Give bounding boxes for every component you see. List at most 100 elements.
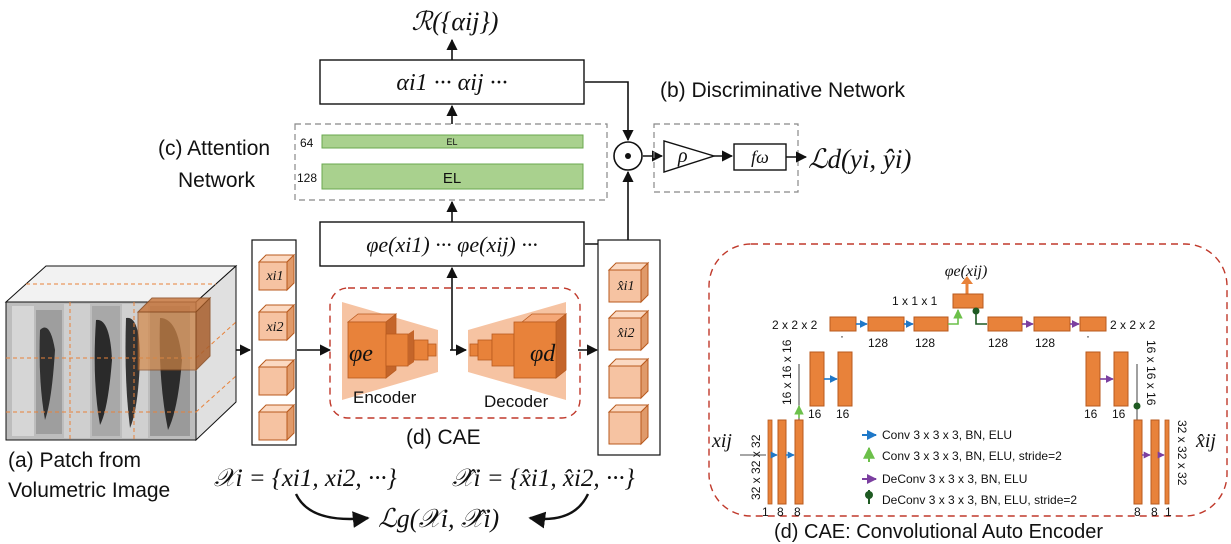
ch-top-3: 128 xyxy=(988,336,1008,350)
f-omega-label: fω xyxy=(751,147,769,167)
dots-left: · xyxy=(840,329,844,343)
volumetric-image xyxy=(4,264,238,442)
dim-16-right: 16 x 16 x 16 xyxy=(1144,340,1158,406)
attention-regularizer-label: ℛ({αij}) xyxy=(412,7,499,36)
output-patch-cube-3 xyxy=(607,357,650,400)
reconstruction-set-label: 𝒳̂i = {x̂i1, x̂i2, ···} xyxy=(452,465,635,492)
bottleneck-block xyxy=(952,293,984,309)
attention-layer-128 xyxy=(321,163,584,190)
dim-1x1x1: 1 x 1 x 1 xyxy=(892,294,938,308)
mid-left-block-2 xyxy=(837,351,853,407)
ch-mid-left-1: 16 xyxy=(808,407,822,421)
input-patches xyxy=(257,253,296,442)
arrow-alpha-to-odot xyxy=(585,81,634,142)
input-set-label: 𝒳i = {xi1, xi2, ···} xyxy=(214,465,397,492)
detail-x-out-label: x̂ij xyxy=(1195,430,1216,452)
attention-layer-128-size: 128 xyxy=(297,171,317,185)
bottom-left-block-3 xyxy=(794,419,804,505)
ch-mid-right-1: 16 xyxy=(1084,407,1098,421)
ch-bottom-right-1: 8 xyxy=(1134,505,1141,519)
mid-left-block-1 xyxy=(809,351,825,407)
section-b-title: (b) Discriminative Network xyxy=(660,79,906,102)
ch-top-4: 128 xyxy=(1035,336,1055,350)
legend-conv-stride-label: Conv 3 x 3 x 3, BN, ELU, stride=2 xyxy=(882,449,1062,463)
section-a-line1: (a) Patch from xyxy=(8,449,141,472)
ch-top-2: 128 xyxy=(915,336,935,350)
bottom-right-block-3 xyxy=(1164,419,1170,505)
ch-mid-right-2: 16 xyxy=(1112,407,1126,421)
legend-deconv-stride-label: DeConv 3 x 3 x 3, BN, ELU, stride=2 xyxy=(882,493,1077,507)
dots-right: · xyxy=(1086,329,1090,343)
arrow-input-set-to-loss xyxy=(294,493,370,528)
detail-x-in-label: xij xyxy=(711,430,732,452)
patch-out-1-label: x̂i1 xyxy=(616,279,634,294)
output-patch-cube-2 xyxy=(607,309,650,352)
discriminative-network-box xyxy=(653,123,799,193)
encoder-label: Encoder xyxy=(353,388,417,407)
detail-phi-out-label: φe(xij) xyxy=(945,263,988,280)
detail-legend: Conv 3 x 3 x 3, BN, ELU Conv 3 x 3 x 3, … xyxy=(862,428,1077,507)
cae-detail-panel xyxy=(708,243,1228,517)
bottom-left-block-1 xyxy=(767,419,773,505)
top-level-arrows xyxy=(856,307,1080,328)
patch-in-2-label: xi2 xyxy=(265,320,283,335)
ch-bottom-right-3: 1 xyxy=(1165,505,1172,519)
section-d-center-title: (d) CAE xyxy=(406,426,481,449)
ch-bottom-left-2: 8 xyxy=(777,505,784,519)
decoder-label: Decoder xyxy=(484,392,549,411)
phi-d-label: φd xyxy=(530,341,556,367)
ch-top-1: 128 xyxy=(868,336,888,350)
legend-deconv-label: DeConv 3 x 3 x 3, BN, ELU xyxy=(882,472,1027,486)
attention-network-box xyxy=(294,123,608,201)
detail-up-arrow-head xyxy=(961,276,973,284)
dim-16-left: 16 x 16 x 16 xyxy=(780,339,794,405)
bottom-right-block-1 xyxy=(1133,419,1143,505)
attention-weights-box xyxy=(319,59,585,105)
patch-out-2-label: x̂i2 xyxy=(616,326,634,341)
output-patch-cube-1 xyxy=(607,261,650,304)
dim-2x2x2-right: 2 x 2 x 2 xyxy=(1110,318,1156,332)
rho-pooling-triangle xyxy=(663,140,717,173)
encoder-cubes xyxy=(346,313,437,379)
discriminative-loss-label: ℒd(yi, ŷi) xyxy=(808,144,911,174)
legend-conv-label: Conv 3 x 3 x 3, BN, ELU xyxy=(882,428,1012,442)
attention-layer-64-size: 64 xyxy=(300,136,314,150)
attention-weights-label: αi1 ··· αij ··· xyxy=(396,70,507,96)
section-c-line1: (c) Attention xyxy=(158,137,270,160)
legend-deconv-stride-icon xyxy=(865,491,873,499)
features-box xyxy=(319,221,585,267)
ch-bottom-right-2: 8 xyxy=(1151,505,1158,519)
attention-layer-64 xyxy=(321,134,584,149)
decoder-cubes xyxy=(469,313,568,379)
section-c-line2: Network xyxy=(178,169,256,192)
bottom-left-block-2 xyxy=(777,419,787,505)
input-patch-cube-3 xyxy=(257,358,296,397)
phi-e-label: φe xyxy=(349,341,373,367)
right-stride-marker xyxy=(1133,402,1141,410)
ch-bottom-left-3: 8 xyxy=(794,505,801,519)
odot-center xyxy=(625,153,631,159)
features-label: φe(xi1) ··· φe(xij) ··· xyxy=(366,232,538,257)
arrow-recon-set-to-loss xyxy=(528,493,590,529)
input-patch-cube-2 xyxy=(257,303,296,342)
output-patch-cube-4 xyxy=(607,403,650,446)
bottom-right-block-2 xyxy=(1150,419,1160,505)
attention-layer-128-label: EL xyxy=(443,170,461,187)
input-patch-cube-1 xyxy=(257,253,296,292)
attention-layer-64-label: EL xyxy=(446,137,457,147)
dim-2x2x2-left: 2 x 2 x 2 xyxy=(772,318,818,332)
dim-32-left: 32 x 32 x 32 xyxy=(749,434,763,500)
patch-in-1-label: xi1 xyxy=(265,269,283,284)
section-d-detail-title: (d) CAE: Convolutional Auto Encoder xyxy=(774,521,1103,543)
cae-dashed-box xyxy=(329,287,581,419)
section-a-line2: Volumetric Image xyxy=(8,479,170,502)
mid-right-block-2 xyxy=(1113,351,1129,407)
reconstruction-loss-label: ℒg(𝒳i, 𝒳̂i) xyxy=(378,504,499,533)
input-patch-cube-4 xyxy=(257,403,296,442)
top-level-blocks xyxy=(829,316,1107,332)
output-patches xyxy=(607,261,650,446)
mid-right-block-1 xyxy=(1085,351,1101,407)
rho-label: ρ xyxy=(677,145,688,167)
dim-32-right: 32 x 32 x 32 xyxy=(1175,420,1189,486)
